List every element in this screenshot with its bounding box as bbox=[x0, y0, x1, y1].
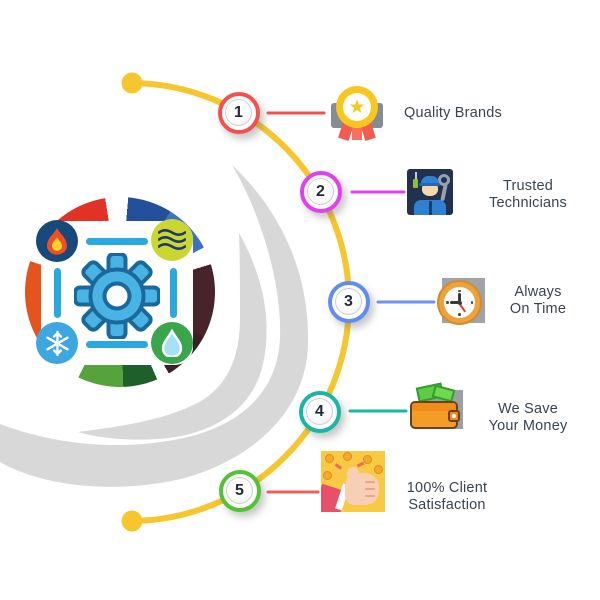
air-waves-icon bbox=[158, 229, 186, 251]
clock-tick-3 bbox=[470, 301, 473, 304]
air-waves-group bbox=[158, 229, 186, 251]
water-drop-icon bbox=[161, 329, 183, 357]
gear-group bbox=[74, 253, 160, 339]
milestone-2-number: 2 bbox=[316, 182, 325, 200]
item-1-label: Quality Brands bbox=[404, 105, 502, 121]
link-left bbox=[54, 268, 61, 318]
milestone-1: 1 bbox=[218, 92, 260, 134]
swoosh-large bbox=[0, 165, 309, 487]
clock-tick-6 bbox=[458, 313, 461, 316]
milestone-2: 2 bbox=[300, 171, 342, 213]
link-right bbox=[170, 268, 177, 318]
technician-cap-brim bbox=[419, 183, 440, 186]
coin-shape bbox=[363, 455, 372, 464]
water-drop-shape bbox=[161, 329, 183, 357]
clock-center-dot bbox=[457, 301, 462, 305]
quality-medal-icon: ★ bbox=[329, 86, 385, 142]
link-bottom bbox=[86, 341, 148, 348]
clock-tick-9 bbox=[446, 301, 449, 304]
wallet-money-icon bbox=[410, 382, 463, 433]
milestone-5: 5 bbox=[219, 470, 261, 512]
air-wave-3 bbox=[158, 242, 186, 251]
milestone-3: 3 bbox=[328, 281, 370, 323]
snowflake-tick-4 bbox=[55, 348, 62, 355]
milestone-1-number: 1 bbox=[234, 103, 243, 121]
knuckle-line bbox=[365, 495, 375, 497]
technician-icon bbox=[407, 169, 453, 215]
client-satisfaction-icon bbox=[321, 451, 385, 512]
milestone-3-face: 3 bbox=[335, 288, 362, 315]
cooling-circle bbox=[36, 322, 78, 364]
coin-shape bbox=[343, 452, 352, 461]
item-4-label: We Save Your Money bbox=[488, 401, 568, 434]
item-2-label: Trusted Technicians bbox=[489, 178, 567, 211]
flame-inner-shape bbox=[52, 237, 62, 251]
arc-start-dot bbox=[121, 72, 143, 94]
milestone-2-face: 2 bbox=[307, 178, 334, 205]
air-wave-1 bbox=[158, 229, 186, 237]
milestone-4-number: 4 bbox=[315, 402, 324, 420]
knuckle-line bbox=[365, 481, 375, 483]
snowflake-icon bbox=[45, 330, 69, 356]
knuckle-line bbox=[365, 488, 375, 490]
item-5-label: 100% Client Satisfaction bbox=[406, 480, 488, 513]
air-circle bbox=[151, 219, 193, 261]
screwdriver-icon bbox=[413, 179, 418, 188]
clock-minute-hand bbox=[450, 301, 460, 304]
milestone-1-face: 1 bbox=[225, 99, 252, 126]
milestone-5-face: 5 bbox=[226, 477, 253, 504]
technician-cap bbox=[421, 176, 439, 185]
gear-hole bbox=[102, 281, 132, 311]
clock-icon bbox=[437, 278, 485, 327]
wallet-clasp-dot bbox=[452, 414, 456, 418]
screwdriver-tip-shape bbox=[414, 172, 417, 179]
flame-icon bbox=[47, 228, 67, 255]
water-circle bbox=[151, 322, 193, 364]
item-3-label: Always On Time bbox=[509, 284, 567, 317]
milestone-5-number: 5 bbox=[235, 481, 244, 499]
clock-hour-hand bbox=[458, 293, 461, 303]
milestone-3-number: 3 bbox=[344, 292, 353, 310]
arc-end-dot bbox=[121, 510, 143, 532]
snowflake-spoke-3 bbox=[45, 335, 69, 351]
medal-star: ★ bbox=[348, 97, 366, 118]
air-wave-2 bbox=[158, 235, 186, 244]
coin-shape bbox=[325, 454, 334, 463]
link-top bbox=[86, 238, 148, 245]
clock-tick-12 bbox=[458, 289, 461, 292]
swoosh-small bbox=[78, 233, 267, 440]
snowflake-group bbox=[45, 330, 69, 356]
heating-circle bbox=[36, 220, 78, 262]
coin-shape bbox=[323, 471, 332, 480]
gear-icon bbox=[74, 253, 160, 339]
technician-zipper bbox=[429, 201, 432, 215]
coin-shape bbox=[374, 465, 383, 474]
snowflake-tick-2 bbox=[55, 331, 62, 338]
milestone-4: 4 bbox=[299, 391, 341, 433]
wallet-flap bbox=[412, 403, 456, 411]
medal-center bbox=[343, 93, 371, 121]
milestone-4-face: 4 bbox=[306, 398, 333, 425]
thumb-shape bbox=[347, 467, 359, 481]
